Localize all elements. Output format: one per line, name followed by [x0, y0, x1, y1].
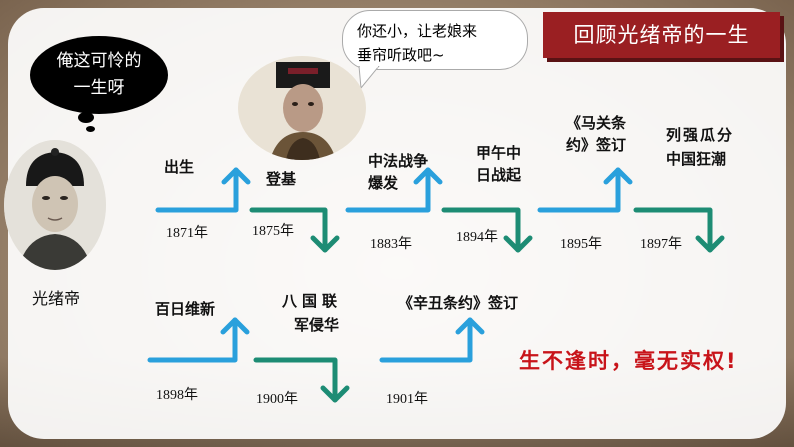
year-1901: 1901年 [386, 392, 428, 407]
arrow-1894-down [441, 207, 533, 253]
arrow-1875-down [249, 207, 340, 253]
year-1895: 1895年 [560, 237, 602, 252]
empress-dowager-illustration [238, 56, 366, 160]
arrow-1871-up [155, 167, 251, 213]
event-birth: 出生 [164, 158, 195, 176]
event-sino-french-line-1: 中法战争 [368, 152, 429, 170]
conclusion-text: 生不逢时，毫无实权! [519, 349, 738, 373]
event-eight-nation-line-2: 军侵华 [294, 316, 340, 334]
emperor-label: 光绪帝 [32, 289, 81, 308]
speech-line-2: 垂帘听政吧~ [357, 46, 445, 64]
year-1871: 1871年 [166, 226, 208, 241]
thought-line-2: 一生呀 [73, 78, 125, 98]
event-enthrone: 登基 [266, 170, 297, 188]
guangxu-emperor-portrait [4, 140, 106, 270]
event-boxer-protocol: 《辛丑条约》签订 [398, 294, 519, 312]
event-eight-nation-line-1: 八国联 [282, 292, 343, 310]
arrow-1883-up [345, 167, 443, 213]
year-1897: 1897年 [640, 237, 682, 252]
arrow-1895-up [537, 167, 633, 213]
event-reform: 百日维新 [155, 300, 216, 318]
event-shimonoseki-line-2: 约》签订 [566, 136, 627, 154]
speech-bubble: 你还小，让老娘来 垂帘听政吧~ [342, 10, 528, 70]
event-shimonoseki-line-1: 《马关条 [566, 114, 627, 132]
event-sino-japanese-line-2: 日战起 [476, 166, 522, 184]
event-carve-up-line-2: 中国狂潮 [666, 150, 727, 168]
year-1900: 1900年 [256, 392, 298, 407]
year-1883: 1883年 [370, 237, 412, 252]
guangxu-emperor-illustration [4, 140, 106, 270]
arrow-1901-up [379, 317, 485, 363]
arrow-1898-up [147, 317, 250, 363]
thought-dot-1 [78, 112, 94, 123]
speech-line-1: 你还小，让老娘来 [357, 22, 478, 40]
year-1898: 1898年 [156, 388, 198, 403]
arrow-1900-down [253, 357, 350, 403]
thought-bubble: 俺这可怜的 一生呀 [30, 36, 168, 114]
speech-bubble-tail [358, 66, 380, 90]
event-carve-up-line-1: 列强瓜分 [666, 126, 735, 144]
thought-line-1: 俺这可怜的 [56, 51, 142, 71]
empress-dowager-portrait [238, 56, 366, 160]
year-1894: 1894年 [456, 230, 498, 245]
event-sino-french-line-2: 爆发 [368, 174, 399, 192]
year-1875: 1875年 [252, 224, 294, 239]
thought-dot-2 [86, 126, 95, 132]
arrow-1897-down [633, 207, 725, 253]
slide-title: 回顾光绪帝的一生 [543, 12, 780, 58]
event-sino-japanese-line-1: 甲午中 [476, 144, 522, 162]
